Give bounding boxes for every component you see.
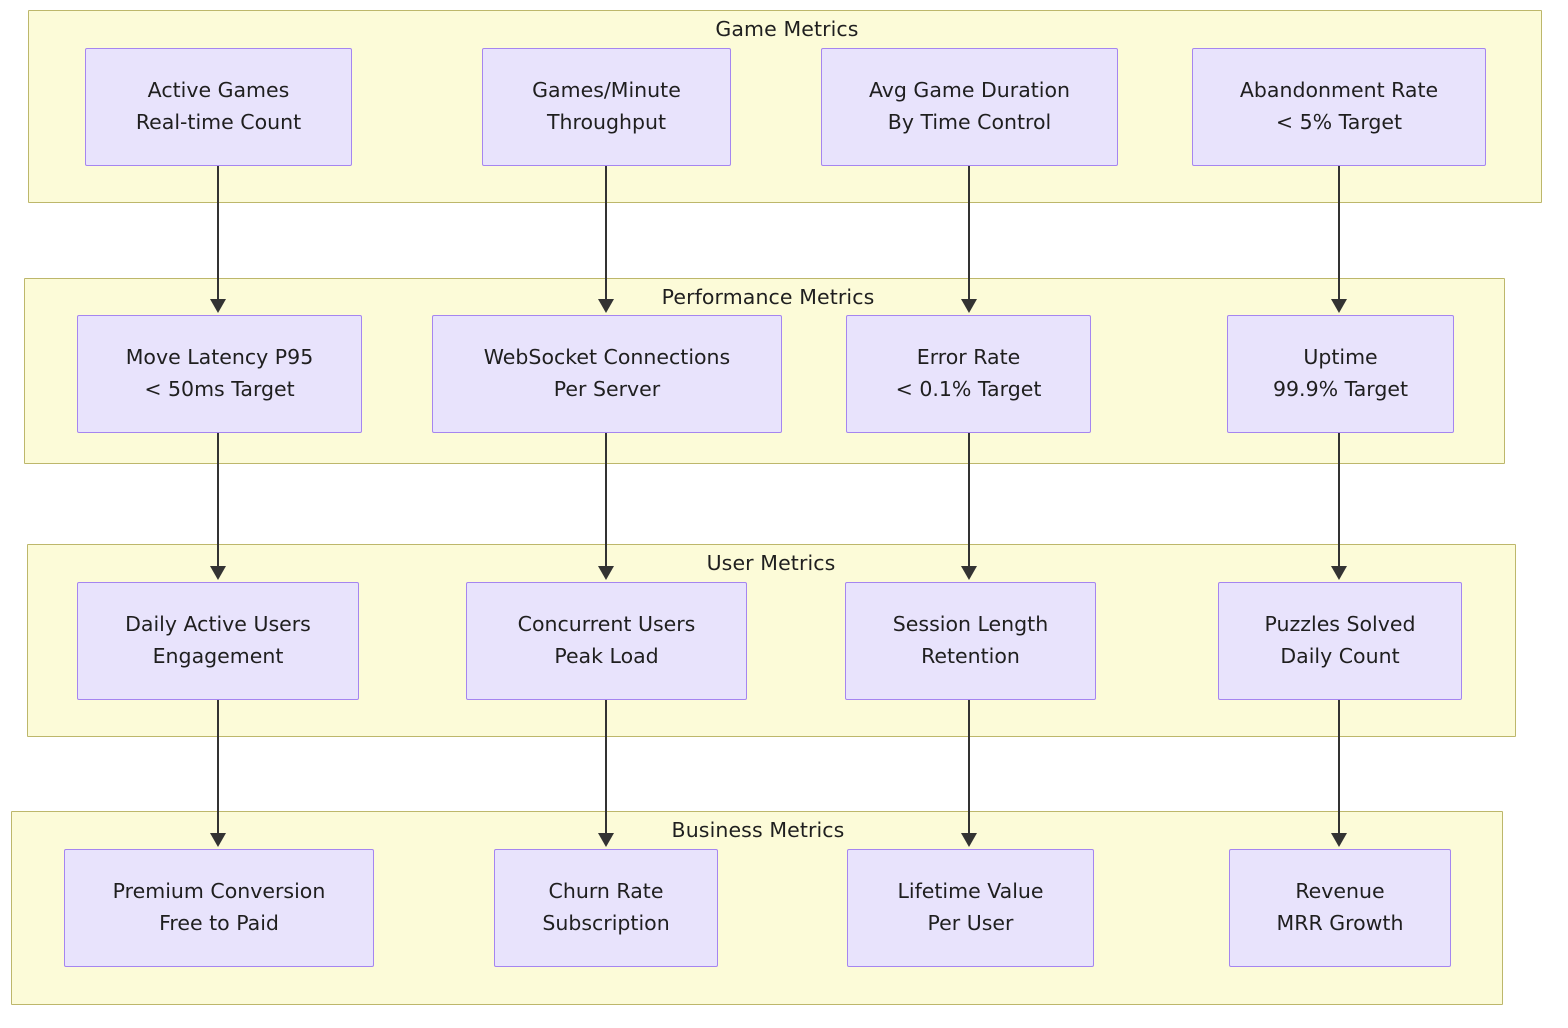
node-label-primary: Lifetime Value [897,879,1044,904]
node-label-primary: Daily Active Users [125,612,311,637]
node-label-primary: Session Length [892,612,1049,637]
node-label-secondary: Subscription [542,911,670,935]
node-label-primary: Concurrent Users [517,612,696,637]
node-label-secondary: < 5% Target [1275,110,1403,134]
node-label-primary: Error Rate [916,345,1021,370]
node-label-secondary: Per User [927,911,1014,935]
node-label-primary: Move Latency P95 [125,345,314,370]
node-label-primary: WebSocket Connections [483,345,731,370]
cluster-title-game: Game Metrics [715,17,859,41]
node-label-secondary: 99.9% Target [1272,377,1409,401]
node-label-secondary: < 0.1% Target [895,377,1042,401]
node-label-secondary: Throughput [546,110,667,134]
node-label-secondary: Engagement [152,644,284,668]
node-error_rate[interactable]: Error Rate < 0.1% Target [846,315,1091,433]
node-label-primary: Games/Minute [532,78,681,103]
cluster-title-performance: Performance Metrics [661,285,875,309]
node-label-primary: Avg Game Duration [868,78,1071,103]
node-label-secondary: MRR Growth [1276,911,1404,935]
cluster-title-business: Business Metrics [671,818,845,842]
node-label-secondary: < 50ms Target [144,377,295,401]
node-abandonment_rate[interactable]: Abandonment Rate < 5% Target [1192,48,1486,166]
node-label-primary: Revenue [1295,879,1385,904]
node-avg_game_duration[interactable]: Avg Game Duration By Time Control [821,48,1118,166]
node-label-secondary: By Time Control [887,110,1052,134]
node-label-secondary: Peak Load [554,644,659,668]
node-label-primary: Churn Rate [548,879,664,904]
node-label-secondary: Retention [921,644,1020,668]
node-move_latency[interactable]: Move Latency P95 < 50ms Target [77,315,362,433]
node-label-primary: Abandonment Rate [1239,78,1439,103]
node-label-primary: Uptime [1303,345,1378,370]
node-label-secondary: Free to Paid [159,911,279,935]
node-uptime[interactable]: Uptime 99.9% Target [1227,315,1454,433]
node-label-secondary: Real-time Count [135,110,302,134]
cluster-title-user: User Metrics [706,551,836,575]
node-label-primary: Puzzles Solved [1264,612,1416,637]
node-label-secondary: Per Server [553,377,661,401]
node-label-primary: Active Games [147,78,290,103]
node-label-primary: Premium Conversion [112,879,326,904]
node-label-secondary: Daily Count [1280,644,1400,668]
